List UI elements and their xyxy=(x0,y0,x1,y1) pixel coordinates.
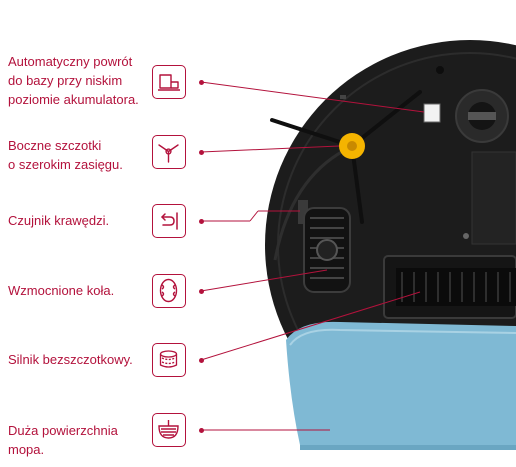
main-brush-bristles xyxy=(401,272,511,302)
side-brush-icon xyxy=(152,135,186,169)
connector-lines xyxy=(200,81,425,431)
connector-dot xyxy=(199,428,204,433)
connector-dot xyxy=(199,219,204,224)
screw xyxy=(463,233,469,239)
connector-dot xyxy=(199,289,204,294)
edge-sensor-icon xyxy=(152,204,186,238)
feature-label-side-brush: Boczne szczotki o szerokim zasięgu. xyxy=(8,138,123,172)
connector-dot xyxy=(199,150,204,155)
edge-sensor-window xyxy=(298,200,308,224)
screw xyxy=(436,66,444,74)
mop-icon xyxy=(152,413,186,447)
wheel-icon xyxy=(152,274,186,308)
battery-cover xyxy=(471,151,516,245)
feature-label-wheels: Wzmocnione koła. xyxy=(8,283,115,298)
body-contour xyxy=(273,148,346,261)
side-brush-center xyxy=(347,141,357,151)
mop-pad xyxy=(286,321,516,445)
connector-dot xyxy=(199,358,204,363)
charging-contact xyxy=(423,103,441,123)
vent xyxy=(340,95,346,99)
feature-label-mop: Duża powierzchnia mopa. xyxy=(8,423,118,457)
caster-axle xyxy=(468,112,496,120)
feature-label-edge-sensor: Czujnik krawędzi. xyxy=(8,213,110,228)
side-brush-bristle xyxy=(270,118,354,148)
mop-bottom-edge xyxy=(300,445,516,450)
main-brush-slot xyxy=(396,268,516,306)
brushless-motor-icon xyxy=(152,343,186,377)
mop-edge xyxy=(289,328,516,346)
dock-station-icon xyxy=(152,65,186,99)
side-brush-bristle xyxy=(350,90,422,148)
feature-label-dock: Automatyczny powrót do bazy przy niskim … xyxy=(8,54,139,107)
connector-dot xyxy=(199,80,204,85)
feature-label-motor: Silnik bezszczotkowy. xyxy=(8,352,133,367)
wheel-hub xyxy=(316,239,338,261)
